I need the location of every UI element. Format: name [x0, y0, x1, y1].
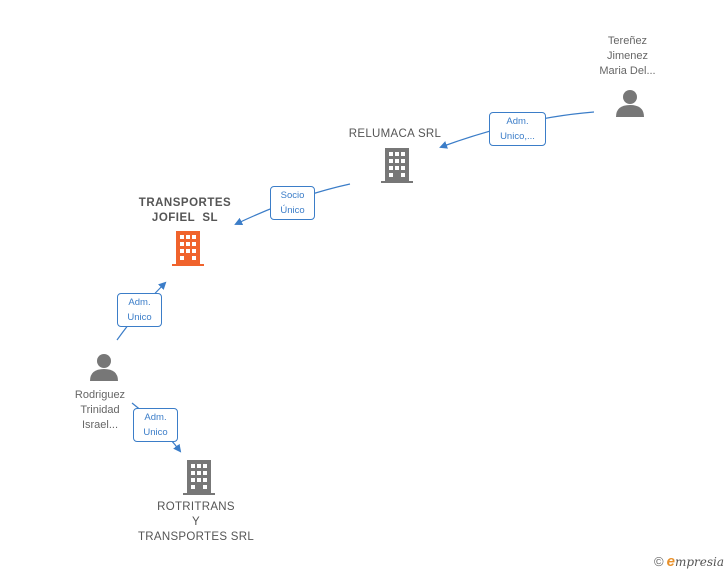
person-icon[interactable] — [89, 352, 119, 382]
node-transportes-label[interactable]: TRANSPORTES JOFIEL SL — [120, 196, 250, 226]
node-relumaca-label[interactable]: RELUMACA SRL — [335, 127, 455, 142]
relation-rodriguez-rotritrans[interactable]: Adm. Unico — [133, 408, 178, 442]
node-rotritrans-line-2: Y — [192, 516, 200, 528]
footer-brand[interactable]: ©empresia — [654, 553, 724, 570]
node-rotritrans-line-3: TRANSPORTES SRL — [137, 531, 255, 543]
brand-name: mpresia — [674, 555, 724, 569]
node-rodriguez-label[interactable]: Rodriguez Trinidad Israel... — [60, 388, 140, 433]
relation-relumaca-transportes[interactable]: Socio Único — [270, 186, 315, 220]
node-rodriguez-line-1: Rodriguez — [74, 389, 126, 401]
relation-terenez-relumaca-line-1: Adm. — [506, 116, 529, 127]
relation-relumaca-transportes-line-2: Único — [280, 205, 305, 216]
building-icon-highlighted[interactable] — [172, 231, 204, 266]
node-rodriguez-line-2: Trinidad — [80, 404, 120, 416]
building-icon[interactable] — [381, 148, 413, 183]
node-transportes-line-2: JOFIEL SL — [151, 212, 219, 224]
node-terenez-label[interactable]: Tereñez Jimenez Maria Del... — [585, 34, 670, 79]
node-rotritrans-line-1: ROTRITRANS — [157, 501, 235, 513]
relation-rodriguez-rotritrans-line-2: Unico — [143, 427, 168, 438]
node-transportes-line-1: TRANSPORTES — [138, 197, 232, 209]
relation-rodriguez-rotritrans-line-1: Adm. — [144, 412, 167, 423]
relation-rodriguez-transportes-line-1: Adm. — [128, 297, 151, 308]
node-terenez-line-1: Tereñez — [607, 35, 648, 47]
node-rodriguez-line-3: Israel... — [81, 419, 119, 431]
brand-logo-e: e — [666, 553, 675, 570]
node-terenez-line-3: Maria Del... — [599, 65, 656, 77]
building-icon[interactable] — [183, 460, 215, 495]
node-rotritrans-label[interactable]: ROTRITRANS Y TRANSPORTES SRL — [126, 500, 266, 545]
node-relumaca-line-1: RELUMACA SRL — [348, 128, 442, 140]
relation-rodriguez-transportes[interactable]: Adm. Unico — [117, 293, 162, 327]
relation-terenez-relumaca[interactable]: Adm. Unico,... — [489, 112, 546, 146]
copyright-icon: © — [654, 554, 664, 569]
relation-relumaca-transportes-line-1: Socio — [280, 190, 305, 201]
node-terenez-line-2: Jimenez — [607, 50, 648, 62]
relation-rodriguez-transportes-line-2: Unico — [127, 312, 152, 323]
relation-terenez-relumaca-line-2: Unico,... — [500, 131, 535, 142]
person-icon[interactable] — [615, 88, 645, 118]
